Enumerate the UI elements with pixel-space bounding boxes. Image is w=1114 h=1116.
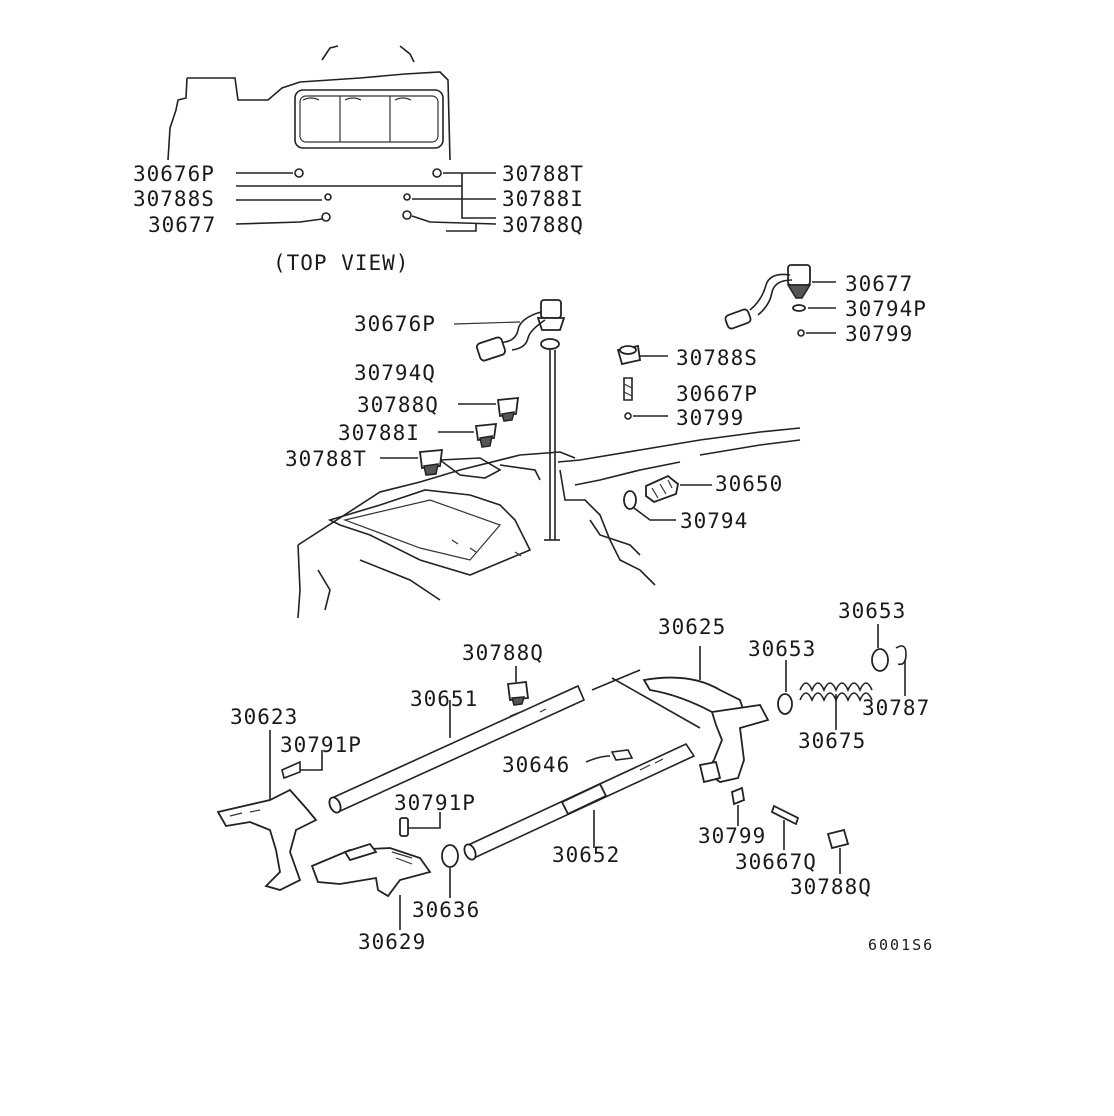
switch-30788Q-lower: [506, 666, 530, 706]
label-30653: 30653: [748, 637, 816, 661]
label-30625: 30625: [658, 615, 726, 639]
switch-30788Q: [458, 396, 520, 422]
switch-30788I: [438, 422, 498, 448]
shift-fork-30623: [216, 730, 323, 891]
label-30667Q: 30667Q: [735, 850, 817, 874]
leader-30676P: [453, 321, 521, 325]
label-30675: 30675: [798, 729, 866, 753]
label-30788I-top: 30788I: [502, 187, 584, 211]
label-30646: 30646: [502, 753, 570, 777]
label-30676P: 30676P: [354, 312, 436, 336]
label-30676P-top: 30676P: [133, 162, 215, 186]
label-30791P-lower: 30791P: [394, 791, 476, 815]
shift-fork-30629: [310, 812, 459, 930]
small-parts-lower-right: [730, 786, 850, 874]
label-30794Q: 30794Q: [354, 361, 436, 385]
label-30652: 30652: [552, 843, 620, 867]
label-30799-lower: 30799: [698, 824, 766, 848]
label-30788Q-top: 30788Q: [502, 213, 584, 237]
top-view-caption: (TOP VIEW): [273, 251, 409, 275]
label-30788Q-bottom: 30788Q: [790, 875, 872, 899]
sensor-30650: [623, 474, 712, 521]
label-30788I: 30788I: [338, 421, 420, 445]
label-30794P: 30794P: [845, 297, 927, 321]
label-30650: 30650: [715, 472, 783, 496]
transmission-case-drawing: [297, 427, 801, 619]
label-30623: 30623: [230, 705, 298, 729]
sensor-30677: [724, 264, 836, 337]
label-30791P-upper: 30791P: [280, 733, 362, 757]
sensor-30676P: [475, 299, 566, 541]
label-30636: 30636: [412, 898, 480, 922]
switch-30788S: [616, 344, 668, 420]
label-30651: 30651: [410, 687, 478, 711]
label-30788T-top: 30788T: [502, 162, 584, 186]
label-30787: 30787: [862, 696, 930, 720]
label-30788T: 30788T: [285, 447, 367, 471]
shift-rail-30651: [328, 684, 586, 814]
pin-30646: [585, 749, 634, 763]
label-30653-top: 30653: [838, 599, 906, 623]
label-30788Q-lower: 30788Q: [462, 641, 544, 665]
label-30799-mid: 30799: [676, 406, 744, 430]
shift-rail-30652: [463, 742, 696, 861]
switch-30788T: [380, 449, 444, 476]
label-30788S: 30788S: [676, 346, 758, 370]
label-30799-upper: 30799: [845, 322, 913, 346]
top-view-drawing: [167, 45, 497, 232]
label-30788S-top: 30788S: [133, 187, 215, 211]
spring-30675: [777, 624, 907, 730]
shift-fork-30625: [591, 646, 770, 784]
label-30677-top: 30677: [148, 213, 216, 237]
label-30667P: 30667P: [676, 382, 758, 406]
figure-code: 6001S6: [868, 936, 934, 954]
label-30629: 30629: [358, 930, 426, 954]
label-30677: 30677: [845, 272, 913, 296]
label-30794: 30794: [680, 509, 748, 533]
label-30788Q-upper: 30788Q: [357, 393, 439, 417]
